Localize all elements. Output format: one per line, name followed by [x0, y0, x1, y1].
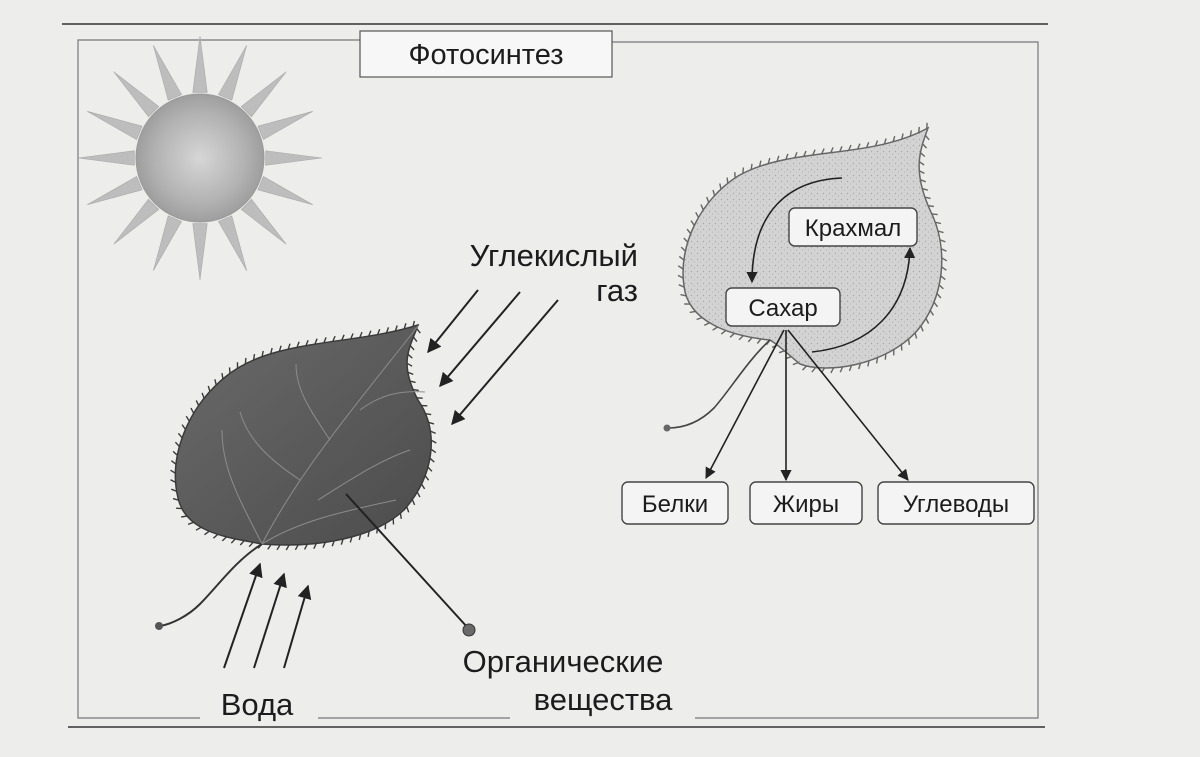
carbohydrates-label: Углеводы [903, 491, 1009, 518]
organic-label-line2: вещества [534, 682, 674, 717]
light-leaf-stem [667, 339, 771, 429]
sun-ray [257, 175, 313, 205]
sun-ray [87, 175, 143, 205]
sun-ray [113, 198, 160, 245]
proteins-label: Белки [642, 491, 708, 518]
sun-ray [240, 71, 287, 118]
dark-leaf-stem [159, 543, 263, 627]
title: Фотосинтез [408, 39, 563, 71]
sun-ray [192, 35, 208, 93]
starch-label: Крахмал [805, 215, 902, 242]
co2-label-line2: газ [596, 273, 638, 308]
proteins-box: Белки [621, 481, 729, 525]
sun-ray [87, 111, 143, 141]
co2-label-line1: Углекислый [470, 238, 638, 273]
cycle-arrow-to-sugar [746, 177, 843, 284]
diagram-frame [77, 39, 1039, 719]
sun-ray [217, 45, 247, 101]
leaf-left [155, 320, 437, 630]
sun-ray [77, 150, 135, 166]
sun-ray [217, 215, 247, 271]
fats-label: Жиры [773, 491, 839, 518]
starch-box: Крахмал [788, 207, 918, 247]
sun-ray [257, 111, 313, 141]
sun-icon [77, 35, 323, 281]
water-arrows [223, 562, 312, 669]
organic-pointer-line [345, 493, 469, 629]
cycle-arrow-to-starch [811, 246, 916, 353]
sugar-box: Сахар [725, 287, 841, 327]
organic-label-line1: Органические [463, 644, 664, 679]
water-label: Вода [221, 687, 294, 722]
co2-arrows [427, 289, 559, 426]
fats-box: Жиры [749, 481, 863, 525]
organic-pointer-dot [462, 623, 476, 637]
product-arrows [705, 329, 909, 482]
light-leaf-blade [682, 126, 943, 369]
dark-leaf-blade [174, 323, 432, 546]
sun-ray [113, 71, 160, 118]
carbohydrates-box: Углеводы [877, 481, 1035, 525]
sun-ray [240, 198, 287, 245]
sun-ray [192, 223, 208, 281]
sun-ray [265, 150, 323, 166]
title-box [359, 30, 613, 78]
sun-ray [153, 215, 183, 271]
sun-ray [153, 45, 183, 101]
sugar-label: Сахар [748, 295, 817, 322]
